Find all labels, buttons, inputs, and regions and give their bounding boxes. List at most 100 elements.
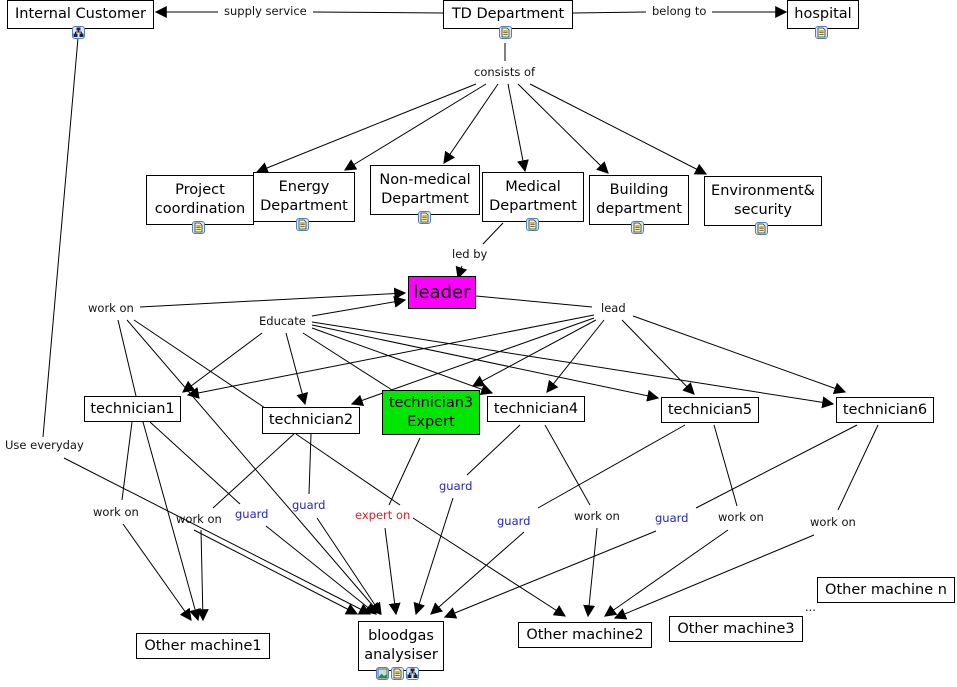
edge (186, 314, 595, 399)
energy-department-node[interactable]: Energy Department (253, 172, 355, 222)
link-label-t4-work-on[interactable]: work on (574, 509, 620, 523)
edge (142, 421, 201, 622)
document-icon[interactable] (391, 667, 404, 680)
link-label-led-by[interactable]: led by (452, 247, 488, 261)
technician5-node[interactable]: technician5 (661, 397, 759, 423)
edge (182, 332, 263, 393)
node-label: technician5 (667, 401, 753, 418)
technician1-node[interactable]: technician1 (84, 396, 181, 422)
edge (621, 319, 695, 395)
technician6-node[interactable]: technician6 (836, 397, 934, 423)
edge (471, 319, 597, 387)
document-icon[interactable] (418, 211, 431, 224)
link-label-work-on-leader[interactable]: work on (88, 301, 134, 315)
node-label: Other machine1 (144, 637, 262, 654)
node-label: technician2 (268, 412, 354, 428)
td-department-node[interactable]: TD Department (443, 0, 573, 29)
node-label: Other machine2 (526, 626, 644, 643)
document-icon[interactable] (499, 26, 512, 39)
link-label-belong-to[interactable]: belong to (652, 4, 707, 18)
node-label: technician3 Expert (388, 394, 474, 430)
link-label-t5-work-on[interactable]: work on (718, 510, 764, 524)
node-label: Building department (596, 182, 682, 217)
edge (311, 295, 407, 317)
edge (295, 433, 401, 506)
edge (42, 37, 79, 438)
node-label: hospital (794, 6, 852, 22)
link-label-t5-guard[interactable]: guard (497, 514, 531, 528)
node-label: leader (413, 282, 471, 303)
edge (837, 424, 879, 511)
edge (466, 424, 521, 476)
node-label: Environment& security (711, 183, 815, 218)
project-coordination-node[interactable]: Project coordination (146, 175, 254, 225)
link-label-t2-guard[interactable]: guard (292, 498, 326, 512)
link-label-t2-work-on[interactable]: work on (176, 512, 222, 526)
hospital-node[interactable]: hospital (787, 0, 859, 29)
edge (443, 530, 657, 619)
other-machine1-node[interactable]: Other machine1 (136, 633, 270, 659)
edge (482, 222, 504, 245)
edge (316, 517, 382, 615)
medical-department-node[interactable]: Medical Department (482, 172, 584, 222)
link-label-t1-work-on[interactable]: work on (93, 505, 139, 519)
image-icon[interactable] (376, 667, 389, 680)
environment-security-node[interactable]: Environment& security (704, 176, 822, 226)
link-label-supply-service[interactable]: supply service (224, 4, 307, 18)
link-label-t3-expert-on[interactable]: expert on (355, 508, 411, 522)
bloodgas-analyser-resources (376, 667, 419, 680)
edge (430, 531, 525, 615)
edge (133, 319, 266, 409)
technician2-node[interactable]: technician2 (262, 407, 360, 434)
link-label-lead[interactable]: lead (601, 301, 626, 315)
internal-customer-resources (72, 26, 85, 39)
building-department-resources (631, 221, 644, 234)
edge (384, 527, 401, 616)
node-label: Internal Customer (15, 6, 146, 22)
edge (443, 83, 499, 164)
edge (713, 424, 738, 507)
edge (529, 83, 708, 175)
edge (196, 529, 209, 622)
energy-department-resources (296, 218, 309, 231)
document-icon[interactable] (296, 218, 309, 231)
other-machine2-node[interactable]: Other machine2 (518, 622, 652, 648)
node-label: technician6 (842, 401, 928, 418)
medical-department-resources (526, 218, 539, 231)
technician3-node[interactable]: technician3 Expert (382, 390, 480, 435)
link-label-t1-guard[interactable]: guard (235, 507, 269, 521)
edge (126, 319, 381, 615)
building-department-node[interactable]: Building department (589, 175, 689, 225)
link-label-educate[interactable]: Educate (259, 314, 306, 328)
node-label: Other machine3 (677, 620, 795, 637)
bloodgas-analyser-node[interactable]: bloodgas analysiser (358, 621, 444, 671)
link-label-t6-guard[interactable]: guard (655, 511, 689, 525)
concept-map-icon[interactable] (72, 26, 85, 39)
node-label: Project coordination (154, 182, 246, 217)
other-machine3-node[interactable]: Other machine3 (669, 616, 803, 642)
edge (537, 424, 686, 509)
technician4-node[interactable]: technician4 (487, 396, 585, 422)
link-label-t6-work-on[interactable]: work on (810, 515, 856, 529)
edge (311, 324, 660, 402)
document-icon[interactable] (815, 26, 828, 39)
link-label-consists-of[interactable]: consists of (474, 65, 536, 79)
link-label-t4-guard[interactable]: guard (439, 479, 473, 493)
leader-node[interactable]: leader (408, 276, 476, 309)
edge (311, 321, 835, 409)
concept-map-icon[interactable] (406, 667, 419, 680)
environment-security-resources (755, 222, 768, 235)
internal-customer-node[interactable]: Internal Customer (7, 0, 154, 29)
edge (695, 424, 858, 509)
link-label-use-everyday[interactable]: Use everyday (5, 438, 84, 452)
edge (302, 332, 393, 391)
document-icon[interactable] (755, 222, 768, 235)
document-icon[interactable] (526, 218, 539, 231)
document-icon[interactable] (631, 221, 644, 234)
edge (572, 11, 647, 14)
document-icon[interactable] (192, 221, 205, 234)
edge (139, 287, 407, 308)
edge (546, 319, 605, 393)
other-machine-n-node[interactable]: Other machine n (817, 577, 955, 603)
non-medical-department-node[interactable]: Non-medical Department (370, 165, 480, 215)
